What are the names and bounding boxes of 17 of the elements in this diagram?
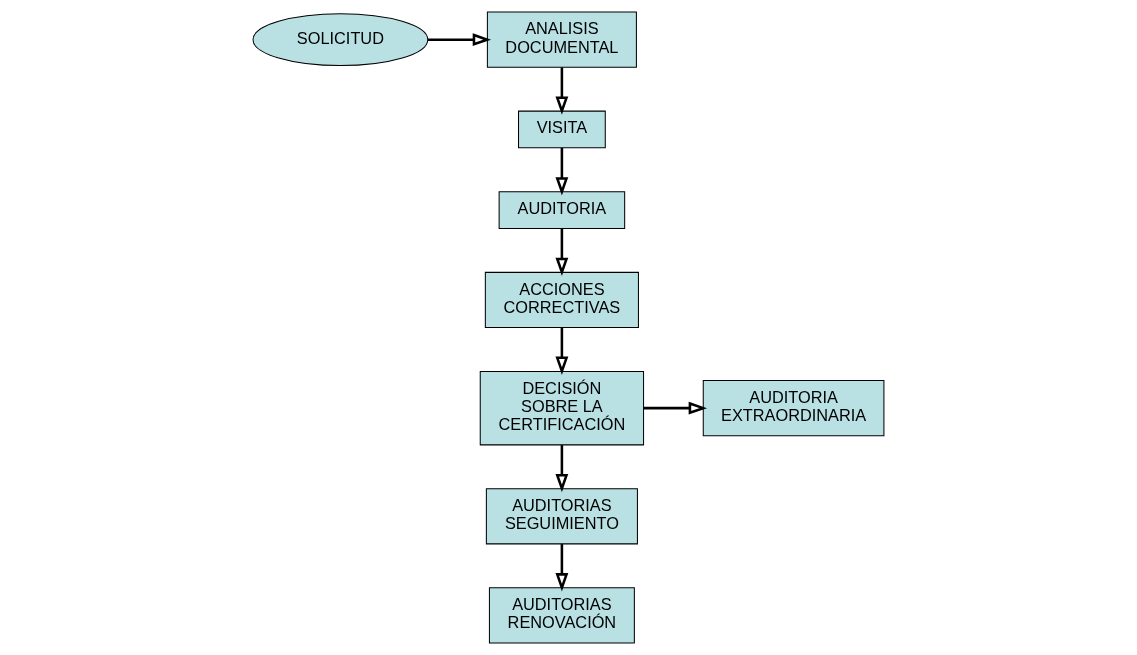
node-box: AUDITORIA EXTRAORDINARIA xyxy=(702,380,885,437)
node-box: AUDITORIA xyxy=(498,191,626,229)
arrow xyxy=(555,327,569,375)
arrow xyxy=(555,67,569,115)
node-ellipse: SOLICITUD xyxy=(252,13,429,67)
node-box: AUDITORIAS SEGUIMIENTO xyxy=(485,488,638,545)
node-box: ACCIONES CORRECTIVAS xyxy=(484,271,639,328)
node-box: DECISIÓN SOBRE LA CERTIFICACIÓN xyxy=(479,370,645,446)
node-box: AUDITORIAS RENOVACIÓN xyxy=(488,587,635,644)
arrow xyxy=(555,228,569,277)
node-box: VISITA xyxy=(518,110,606,149)
arrow xyxy=(555,544,569,592)
node-box: ANALISIS DOCUMENTAL xyxy=(486,11,637,68)
arrow xyxy=(643,401,708,415)
arrow xyxy=(555,147,569,196)
arrow xyxy=(427,33,492,47)
arrow xyxy=(555,445,569,493)
